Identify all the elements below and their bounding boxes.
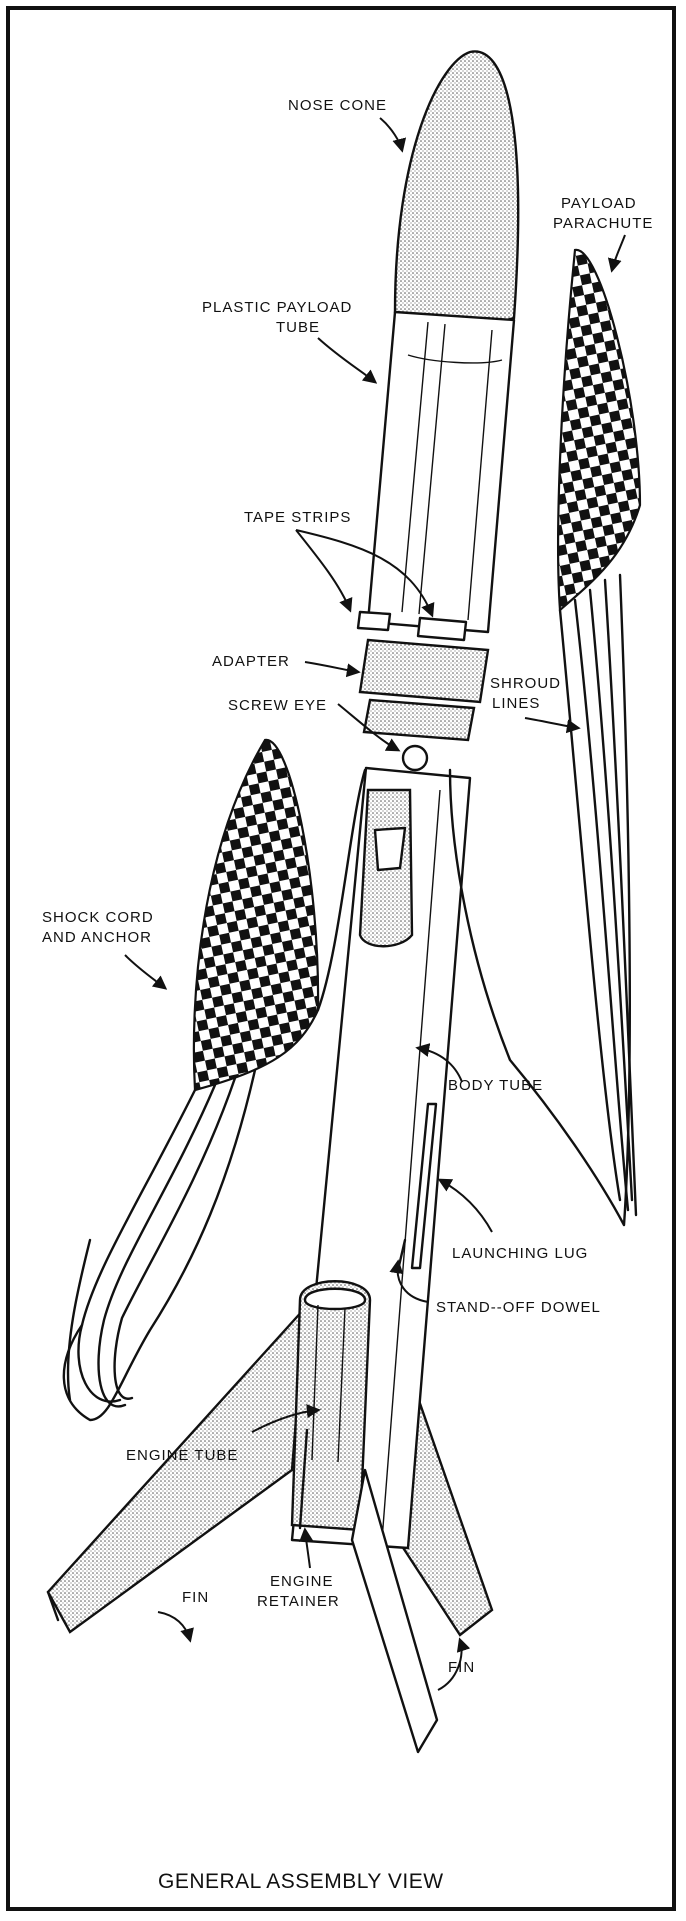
nose-cone: [395, 51, 518, 324]
label-fin-left: FIN: [182, 1589, 209, 1606]
label-screw-eye: SCREW EYE: [228, 697, 327, 714]
label-shroud-lines-2: LINES: [492, 695, 540, 712]
tape-strip-2: [418, 618, 466, 640]
label-plastic-payload-tube-2: TUBE: [276, 319, 320, 336]
label-standoff-dowel: STAND--OFF DOWEL: [436, 1299, 601, 1316]
arrow-launching-lug: [440, 1180, 492, 1232]
figure-caption: GENERAL ASSEMBLY VIEW: [158, 1870, 444, 1893]
label-engine-retainer-2: RETAINER: [257, 1593, 340, 1610]
label-nose-cone: NOSE CONE: [288, 97, 387, 114]
plastic-payload-tube: [358, 312, 514, 640]
fin-left: [48, 1308, 305, 1632]
arrow-nose-cone: [380, 118, 402, 150]
arrow-payload-tube: [318, 338, 375, 382]
label-shock-cord-2: AND ANCHOR: [42, 929, 152, 946]
screw-eye: [403, 746, 427, 770]
label-tape-strips: TAPE STRIPS: [244, 509, 351, 526]
label-payload-parachute-2: PARACHUTE: [553, 215, 653, 232]
label-shroud-lines-1: SHROUD: [490, 675, 561, 692]
adapter: [360, 640, 488, 740]
label-body-tube: BODY TUBE: [448, 1077, 543, 1094]
label-launching-lug: LAUNCHING LUG: [452, 1245, 588, 1262]
arrow-shock-cord: [125, 955, 165, 988]
arrow-payload-parachute: [612, 235, 625, 270]
arrow-adapter: [305, 662, 358, 672]
arrow-fin-left: [158, 1612, 190, 1640]
label-shock-cord-1: SHOCK CORD: [42, 909, 154, 926]
label-plastic-payload-tube-1: PLASTIC PAYLOAD: [202, 299, 352, 316]
label-adapter: ADAPTER: [212, 653, 290, 670]
tape-strip-1: [358, 612, 390, 630]
label-payload-parachute-1: PAYLOAD: [561, 195, 637, 212]
label-fin-right: FIN: [448, 1659, 475, 1676]
label-engine-tube: ENGINE TUBE: [126, 1447, 238, 1464]
label-engine-retainer-1: ENGINE: [270, 1573, 334, 1590]
